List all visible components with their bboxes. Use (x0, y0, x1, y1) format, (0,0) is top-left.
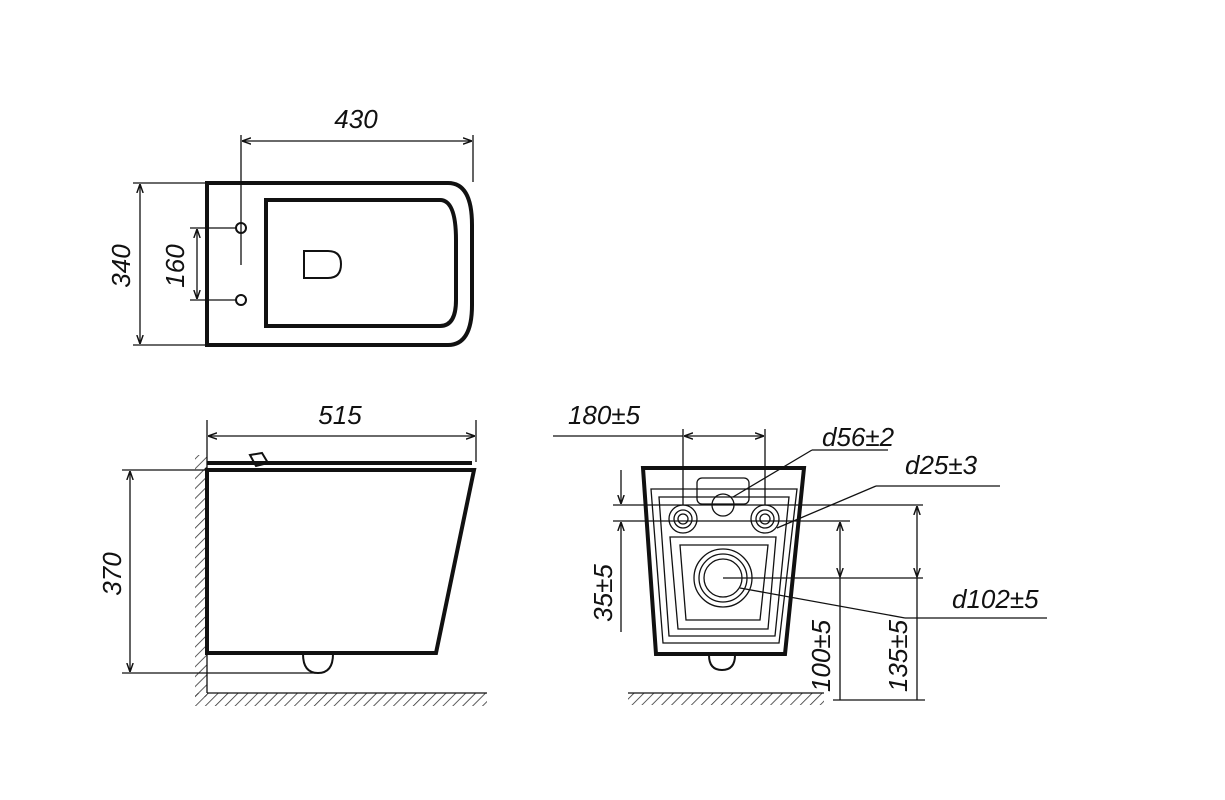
rear-view-outline (640, 466, 807, 656)
top-view-bolt-hole-lower (235, 294, 247, 306)
label-d102: d102±5 (952, 584, 1039, 614)
dim-430: 430 (334, 104, 378, 134)
rear-view-floor-hatch (628, 693, 824, 705)
side-view-lid-hinge (248, 451, 270, 468)
dim-35: 35±5 (588, 564, 618, 622)
dim-160: 160 (160, 244, 190, 288)
side-view-bowl (205, 468, 477, 655)
dim-515: 515 (318, 400, 362, 430)
top-view-outline (205, 181, 474, 347)
dim-340: 340 (106, 244, 136, 288)
rear-view-inner-outline (650, 488, 798, 644)
rear-view-bolt-hole-right (750, 504, 780, 534)
dim-370: 370 (97, 552, 127, 596)
side-view: 515 370 (97, 400, 487, 706)
rear-view-inner-outline-2 (658, 496, 790, 637)
side-view-floor-hatch (195, 693, 487, 706)
label-d25: d25±3 (905, 450, 978, 480)
top-view-inlet (303, 250, 343, 279)
rear-view-inlet-box (696, 477, 750, 505)
dim-135: 135±5 (883, 619, 913, 692)
rear-view: 180±5 d56±2 d25±3 d102±5 35±5 100±5 135±… (553, 400, 1047, 705)
top-view-seat-opening (264, 198, 458, 328)
label-d56: d56±2 (822, 422, 895, 452)
dim-100: 100±5 (806, 619, 836, 692)
dim-180: 180±5 (568, 400, 641, 430)
rear-view-recess (669, 536, 777, 630)
side-view-drain (302, 653, 334, 675)
rear-view-drain (708, 654, 736, 672)
side-view-wall-hatch (195, 455, 207, 697)
top-view: 430 340 160 (106, 104, 474, 347)
rear-view-bolt-hole-left (668, 504, 698, 534)
